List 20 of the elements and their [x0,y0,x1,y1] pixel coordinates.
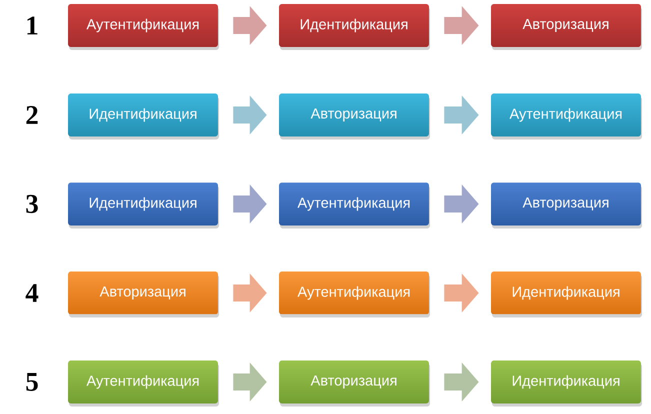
process-box: Авторизация [68,272,219,318]
process-box: Аутентификация [68,360,219,406]
process-box: Идентификация [279,4,430,50]
process-box: Аутентификация [491,94,642,140]
process-box: Авторизация [491,182,642,228]
process-box: Авторизация [279,94,430,140]
process-box: Идентификация [68,94,219,140]
process-box: Аутентификация [68,4,219,50]
process-box: Идентификация [68,182,219,228]
process-box: Авторизация [279,360,430,406]
process-box: Аутентификация [279,182,430,228]
row-number: 2 [26,106,38,124]
process-box: Идентификация [491,272,642,318]
row-number: 3 [26,194,38,214]
row-number: 5 [26,373,38,391]
process-box: Идентификация [491,360,642,406]
row-number: 4 [26,284,38,302]
row-number: 1 [27,16,38,34]
process-box: Авторизация [491,4,642,50]
process-box: Аутентификация [279,272,430,318]
